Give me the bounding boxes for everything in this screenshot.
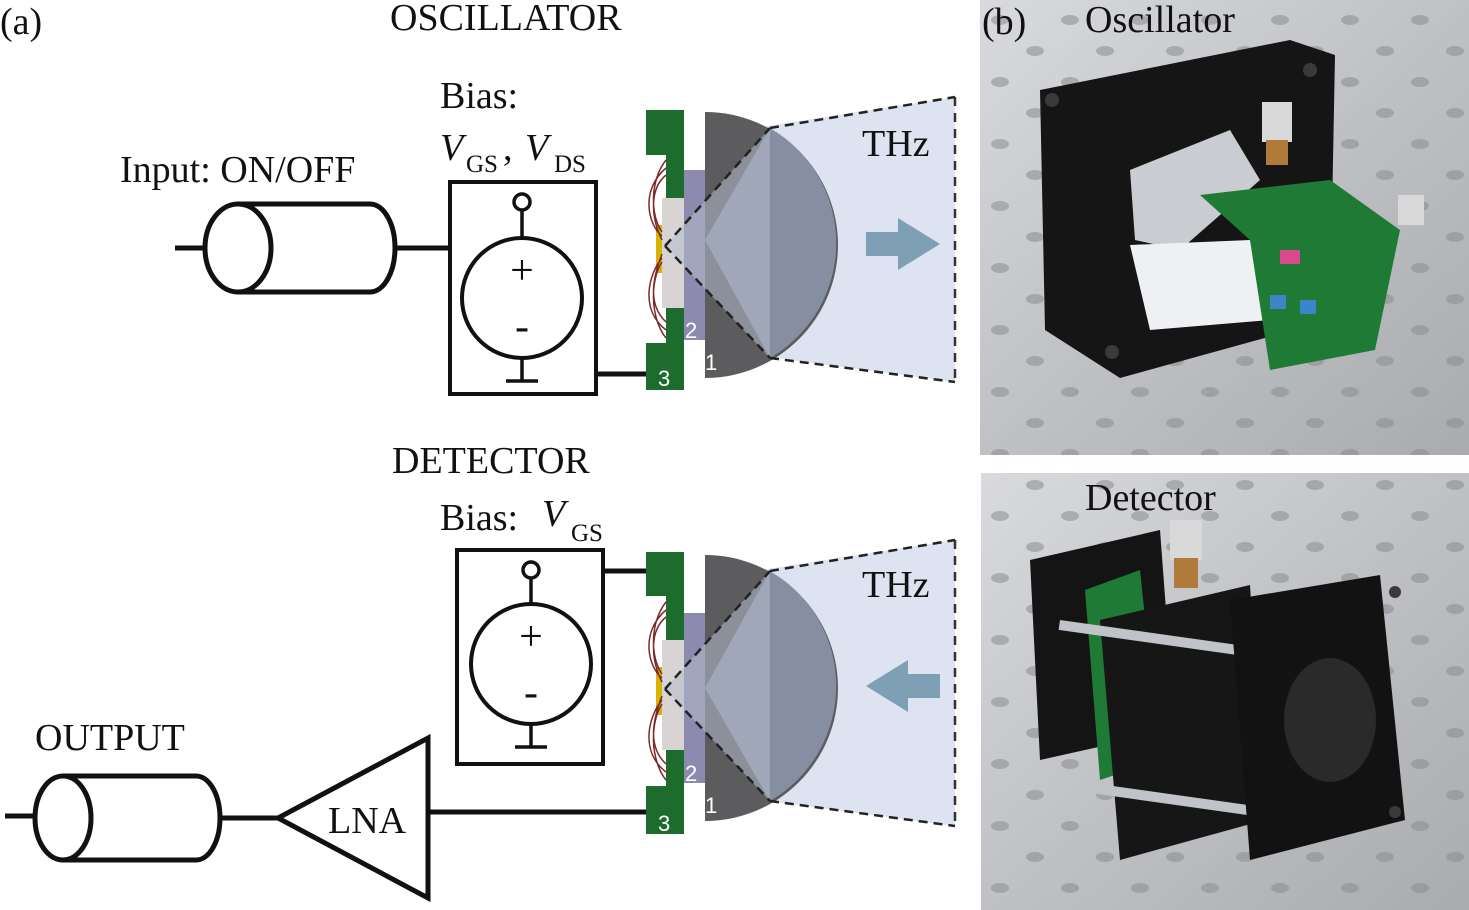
detector-source-plus: + (519, 614, 543, 660)
oscillator-pad-2: 2 (685, 318, 697, 343)
oscillator-bias-source: + - (448, 180, 598, 396)
oscillator-bias-title: Bias: (440, 75, 518, 117)
oscillator-bias-vds-sub: DS (554, 151, 586, 178)
lna-label: LNA (328, 800, 407, 842)
panel-b-label: (b) (982, 1, 1026, 43)
detector-output-label: OUTPUT (35, 717, 185, 759)
detector-bias-title: Bias: (440, 497, 518, 539)
detector-bias-source: + - (455, 548, 605, 766)
detector-thz-label: THz (862, 564, 930, 606)
oscillator-bias-vgs: V (440, 127, 467, 169)
oscillator-pad-1: 1 (705, 350, 717, 375)
oscillator-source-plus: + (510, 248, 534, 294)
detector-output-connector (5, 773, 223, 863)
oscillator-schematic: OSCILLATOR Input: ON/OFF Bias: V GS , V … (120, 0, 957, 396)
oscillator-bias-separator: , (503, 127, 513, 169)
oscillator-lens: 1 (664, 95, 956, 384)
detector-bias-vgs: V (542, 493, 569, 535)
detector-bias-vgs-sub: GS (571, 520, 603, 547)
lna-amplifier (272, 733, 431, 903)
oscillator-thz-label: THz (862, 123, 930, 165)
detector-photo (981, 473, 1469, 910)
oscillator-pad-3: 3 (658, 366, 670, 391)
oscillator-bias-vds: V (525, 127, 552, 169)
oscillator-emission-arrow (866, 218, 940, 270)
detector-pad-1: 1 (705, 793, 717, 818)
detector-incoming-arrow (866, 660, 940, 712)
oscillator-photo (980, 0, 1469, 455)
detector-pad-2: 2 (685, 761, 697, 786)
oscillator-source-minus: - (515, 304, 529, 350)
oscillator-input-connector (175, 201, 450, 295)
panel-a-label: (a) (0, 1, 42, 43)
oscillator-input-label: Input: ON/OFF (120, 149, 355, 191)
oscillator-bias-vgs-sub: GS (466, 151, 498, 178)
detector-title: DETECTOR (392, 440, 590, 482)
detector-source-minus: - (524, 670, 538, 716)
detector-schematic: DETECTOR Bias: V GS + - 3 2 (5, 440, 957, 903)
detector-lens: 1 (664, 538, 956, 828)
oscillator-title: OSCILLATOR (390, 0, 622, 39)
oscillator-photo-caption: Oscillator (1085, 0, 1235, 41)
detector-pad-3: 3 (658, 811, 670, 836)
detector-photo-caption: Detector (1085, 477, 1216, 519)
